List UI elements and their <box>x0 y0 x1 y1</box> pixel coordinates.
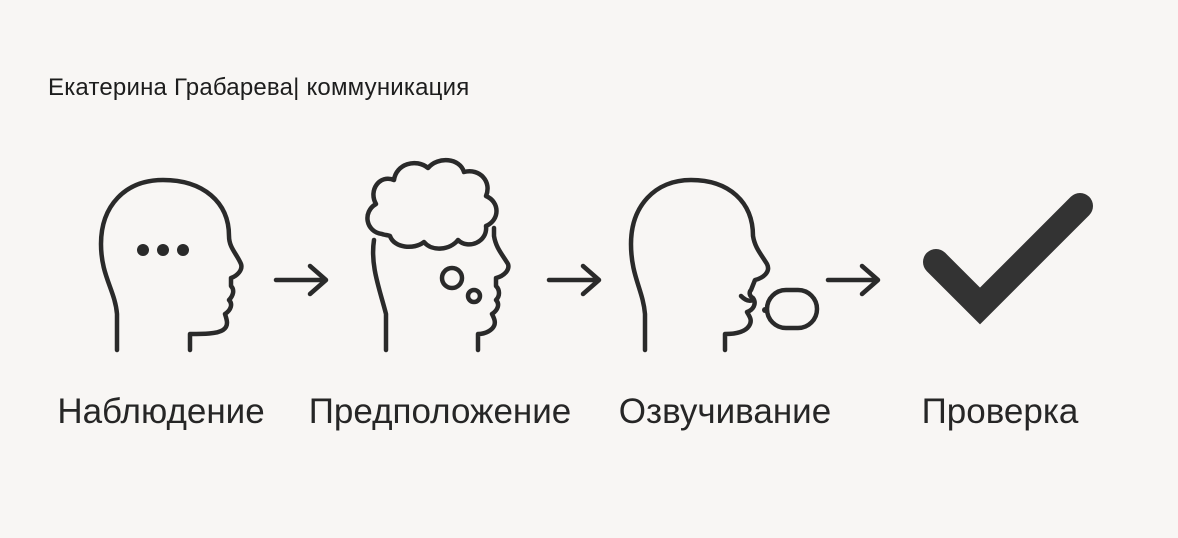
step-label-assumption: Предположение <box>308 392 572 431</box>
checkmark-icon <box>923 193 1093 325</box>
dot <box>157 244 169 256</box>
step-assumption <box>360 150 600 360</box>
step-voicing <box>625 150 865 360</box>
step-observation <box>95 150 335 360</box>
head-with-dots-icon <box>98 177 244 353</box>
dot <box>177 244 189 256</box>
header-title: Екатерина Грабарева| коммуникация <box>48 74 470 101</box>
step-verification <box>920 150 1160 360</box>
step-label-verification: Проверка <box>921 392 1079 431</box>
right-arrow-icon <box>546 263 602 297</box>
dot <box>137 244 149 256</box>
step-label-voicing: Озвучивание <box>618 392 832 431</box>
right-arrow-icon <box>273 263 329 297</box>
head-with-thought-cloud-icon <box>365 158 511 353</box>
step-label-observation: Наблюдение <box>57 392 265 431</box>
right-arrow-icon <box>825 263 881 297</box>
head-speaking-icon <box>628 177 820 353</box>
